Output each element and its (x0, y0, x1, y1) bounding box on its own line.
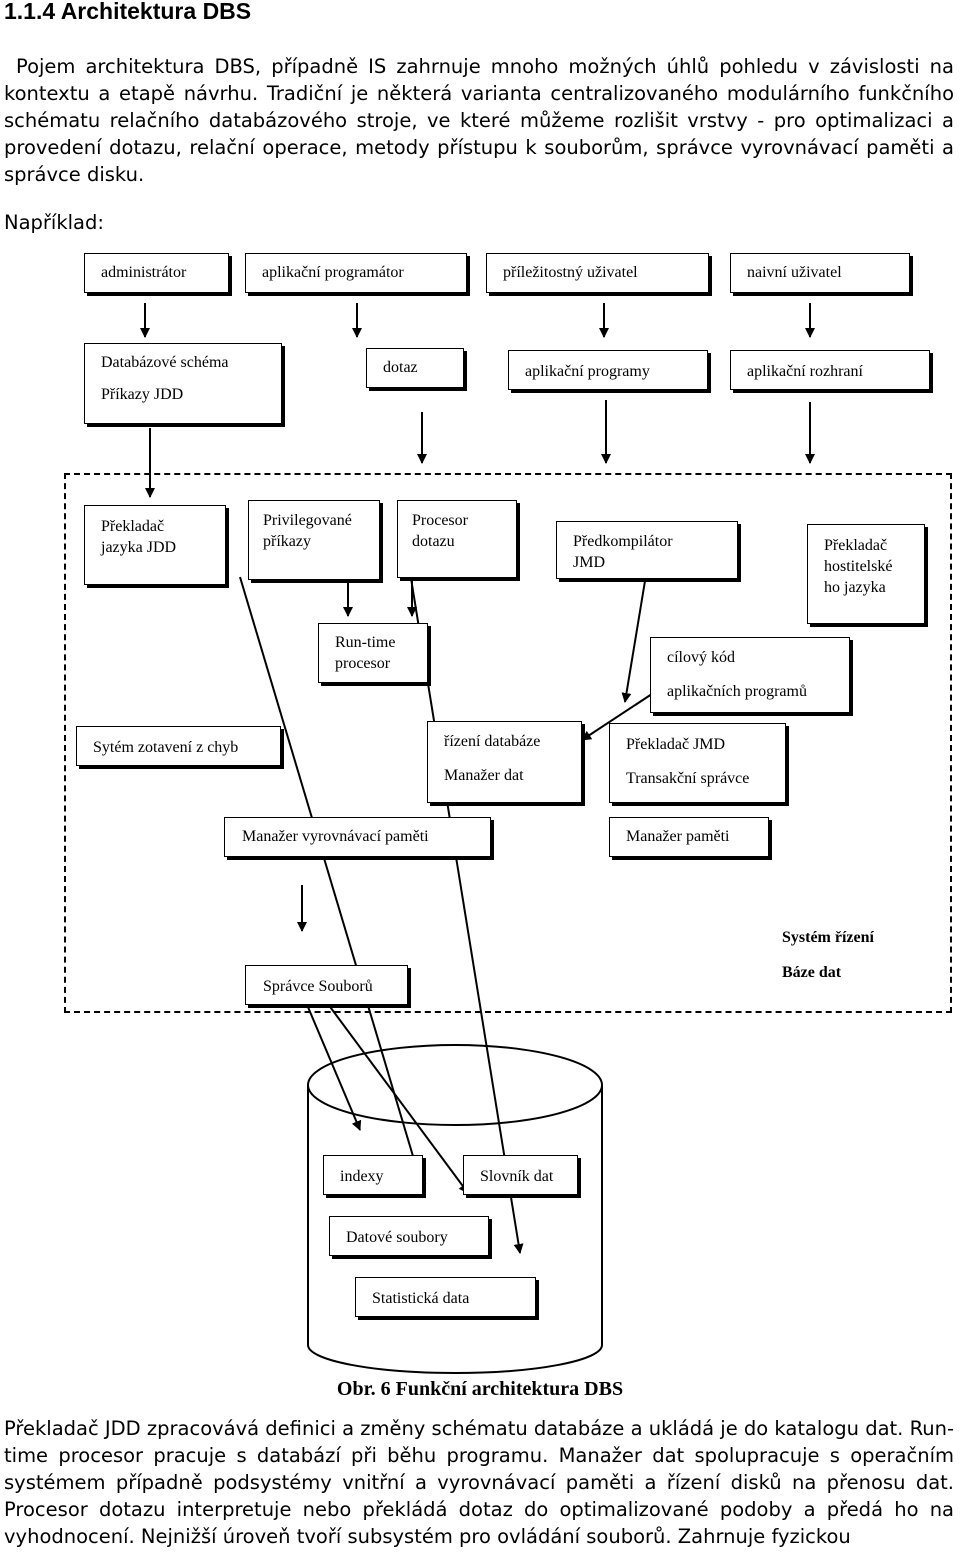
data-dictionary-box: Slovník dat (463, 1155, 578, 1195)
data-files-box: Datové soubory (329, 1216, 489, 1256)
indexes-box: indexy (323, 1155, 423, 1195)
dbms-boundary (64, 473, 952, 1013)
database-cylinder (307, 1044, 603, 1374)
user-administrator: administrátor (84, 253, 229, 293)
query-box: dotaz (366, 348, 464, 388)
diagram-connectors (140, 303, 815, 1374)
buffer-manager-box: Manažer vyrovnávací paměti (224, 817, 491, 857)
intro-paragraph: Pojem architektura DBS, případně IS zahr… (4, 55, 954, 186)
memory-manager-box: Manažer paměti (609, 817, 769, 857)
statistics-box: Statistická data (355, 1277, 536, 1317)
body-paragraph: Překladač JDD zpracovává definici a změn… (4, 1417, 954, 1548)
app-interface-box: aplikační rozhraní (730, 350, 930, 390)
user-occasional: příležitostný uživatel (486, 253, 709, 293)
app-programs-box: aplikační programy (508, 350, 708, 390)
figure-caption: Obr. 6 Funkční architektura DBS (336, 1378, 624, 1400)
section-heading: 1.1.4 Architektura DBS (4, 0, 252, 24)
recovery-system-box: Sytém zotavení z chyb (76, 726, 281, 766)
example-label: Například: (4, 211, 104, 234)
user-naive: naivní uživatel (730, 253, 910, 293)
file-manager-box: Správce Souborů (245, 965, 408, 1005)
user-app-programmer: aplikační programátor (245, 253, 467, 293)
